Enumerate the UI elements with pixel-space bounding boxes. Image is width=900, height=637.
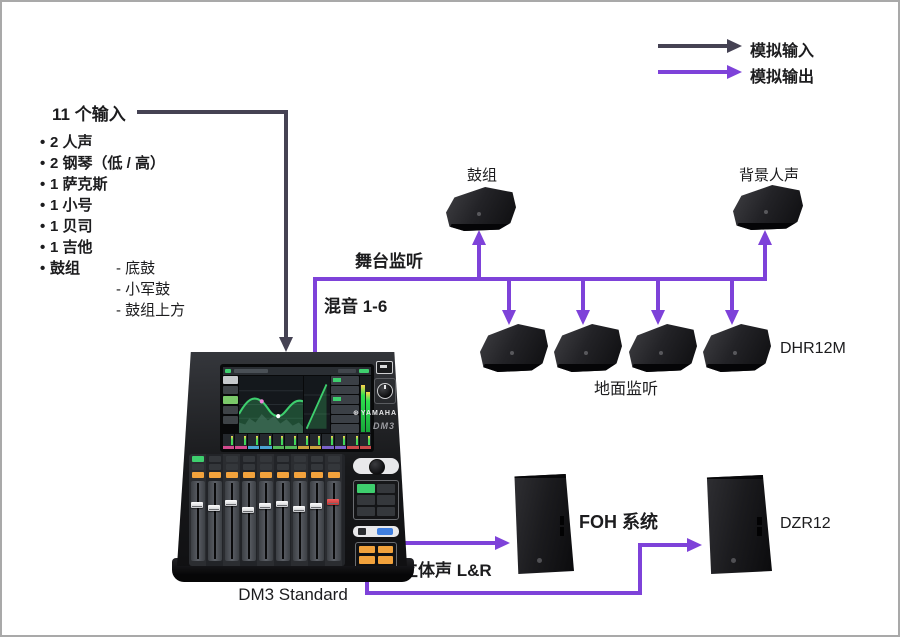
channel-fader-strip <box>242 456 256 566</box>
floor-monitor-1 <box>480 324 548 372</box>
screen-channel-strip-row <box>223 434 372 449</box>
fader-deck <box>189 454 345 566</box>
drum-monitor-wedge <box>446 187 516 231</box>
usb-port-icon <box>376 361 393 374</box>
legend-analog-output-label: 模拟输出 <box>750 69 815 86</box>
dm3-model-marking: DM3 <box>372 421 395 431</box>
screen-eq-graph <box>239 376 303 433</box>
dm3-mixer: ⊛YAMAHA DM3 <box>172 352 414 582</box>
channel-fader-strip <box>293 456 307 566</box>
yamaha-tuning-fork-icon: ⊛ <box>353 410 360 417</box>
foh-speaker-model-label: DZR12 <box>780 515 831 532</box>
drum-wedge-label: 鼓组 <box>466 167 497 184</box>
master-fader-strip <box>327 456 341 566</box>
mixer-body: ⊛YAMAHA DM3 <box>177 352 407 566</box>
inputs-list: • 2 人声 • 2 钢琴（低 / 高） • 1 萨克斯 • 1 小号 • 1 … <box>40 132 185 321</box>
touch-and-turn-knob <box>353 458 399 475</box>
channel-fader-strip <box>191 456 205 566</box>
list-item: • 2 钢琴（低 / 高） <box>40 155 166 172</box>
foh-speaker-left <box>510 474 574 574</box>
channel-fader-strip <box>225 456 239 566</box>
inputs-title: 11 个输入 <box>52 105 126 124</box>
list-item: • 1 萨克斯 <box>40 176 108 193</box>
floor-monitors-label: 地面监听 <box>594 381 659 398</box>
wedge-model-label: DHR12M <box>780 340 846 357</box>
list-item: • 1 小号 <box>40 197 93 214</box>
screen-toolbar <box>223 367 371 375</box>
screen-button-column <box>331 376 359 434</box>
phones-level-knob <box>374 378 396 404</box>
stereo-lr-label: 立体声 L&R <box>401 561 492 580</box>
screen-left-column <box>223 376 238 433</box>
legend-analog-input-label: 模拟输入 <box>750 43 815 60</box>
backing-vocals-label: 背景人声 <box>738 167 799 184</box>
floor-monitor-3 <box>629 324 697 372</box>
foh-speaker-right <box>702 475 772 574</box>
floor-monitor-2 <box>554 324 622 372</box>
list-item: • 1 贝司 <box>40 218 93 235</box>
screen-level-meters <box>360 376 371 433</box>
mixer-touchscreen <box>220 364 374 452</box>
yamaha-logo: ⊛YAMAHA <box>353 410 397 417</box>
drum-sublist: - 底鼓 - 小军鼓 - 鼓组上方 <box>116 260 186 319</box>
channel-fader-strip <box>276 456 290 566</box>
channel-fader-strip <box>310 456 324 566</box>
floor-monitor-4 <box>703 324 771 372</box>
list-item: • 2 人声 <box>40 134 93 151</box>
stage-monitor-label: 舞台监听 <box>355 252 423 271</box>
channel-fader-strip <box>259 456 273 566</box>
list-item: • 1 吉他 <box>40 239 93 256</box>
screen-main <box>223 375 371 434</box>
foh-system-label: FOH 系统 <box>579 512 658 532</box>
mixer-caption: DM3 Standard <box>238 585 348 604</box>
mix-1-6-label: 混音 1-6 <box>324 297 388 316</box>
backing-vocal-monitor-wedge <box>733 185 803 230</box>
list-item-drum-group: • 鼓组 - 底鼓 - 小军鼓 - 鼓组上方 <box>40 260 186 319</box>
user-defined-keys <box>355 542 397 566</box>
channel-fader-strip <box>208 456 222 566</box>
screen-dynamics-graph <box>304 376 330 433</box>
home-button-row <box>353 526 399 537</box>
function-button-panel <box>353 480 399 520</box>
